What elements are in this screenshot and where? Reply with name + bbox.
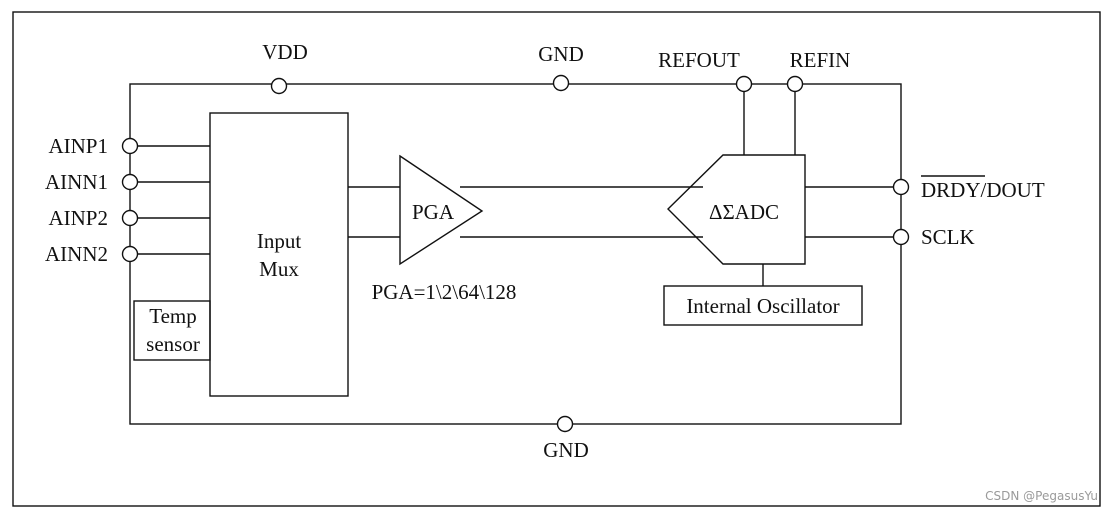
pin-drdy-dout <box>892 178 910 196</box>
outer-frame <box>12 11 1101 507</box>
mux-label-line2: Mux <box>259 257 299 281</box>
temp-sensor-block <box>133 300 211 361</box>
pga-label: PGA <box>412 200 455 224</box>
pga-amplifier <box>399 154 484 266</box>
pin-sclk <box>892 228 910 246</box>
label-refin: REFIN <box>790 48 851 72</box>
temp-label-line1: Temp <box>149 304 197 328</box>
pin-ainp2 <box>121 209 139 227</box>
pin-gnd-bottom <box>556 415 574 433</box>
label-ainn2: AINN2 <box>45 242 108 266</box>
label-sclk: SCLK <box>921 225 975 249</box>
pga-gain-label: PGA=1\2\64\128 <box>372 280 517 304</box>
label-ainp2: AINP2 <box>48 206 108 230</box>
label-refout: REFOUT <box>658 48 740 72</box>
oscillator-block <box>663 285 863 326</box>
label-vdd: VDD <box>262 40 308 64</box>
label-gnd-bottom: GND <box>543 438 589 462</box>
adc-block <box>667 154 806 265</box>
pin-ainp1 <box>121 137 139 155</box>
label-ainn1: AINN1 <box>45 170 108 194</box>
mux-label-line1: Input <box>257 229 301 253</box>
pin-gnd-top <box>552 74 570 92</box>
label-gnd-top: GND <box>538 42 584 66</box>
input-mux-block <box>209 112 349 397</box>
oscillator-label: Internal Oscillator <box>686 294 839 318</box>
label-drdy-dout: DRDY/DOUT <box>921 178 1045 202</box>
pin-ainn1 <box>121 173 139 191</box>
pin-vdd <box>270 77 288 95</box>
temp-label-line2: sensor <box>146 332 200 356</box>
watermark: CSDN @PegasusYu <box>985 489 1098 503</box>
label-ainp1: AINP1 <box>48 134 108 158</box>
pin-refin <box>786 75 804 93</box>
pin-refout <box>735 75 753 93</box>
chip-outline <box>129 83 902 425</box>
adc-label: ΔΣADC <box>709 200 779 224</box>
pin-ainn2 <box>121 245 139 263</box>
